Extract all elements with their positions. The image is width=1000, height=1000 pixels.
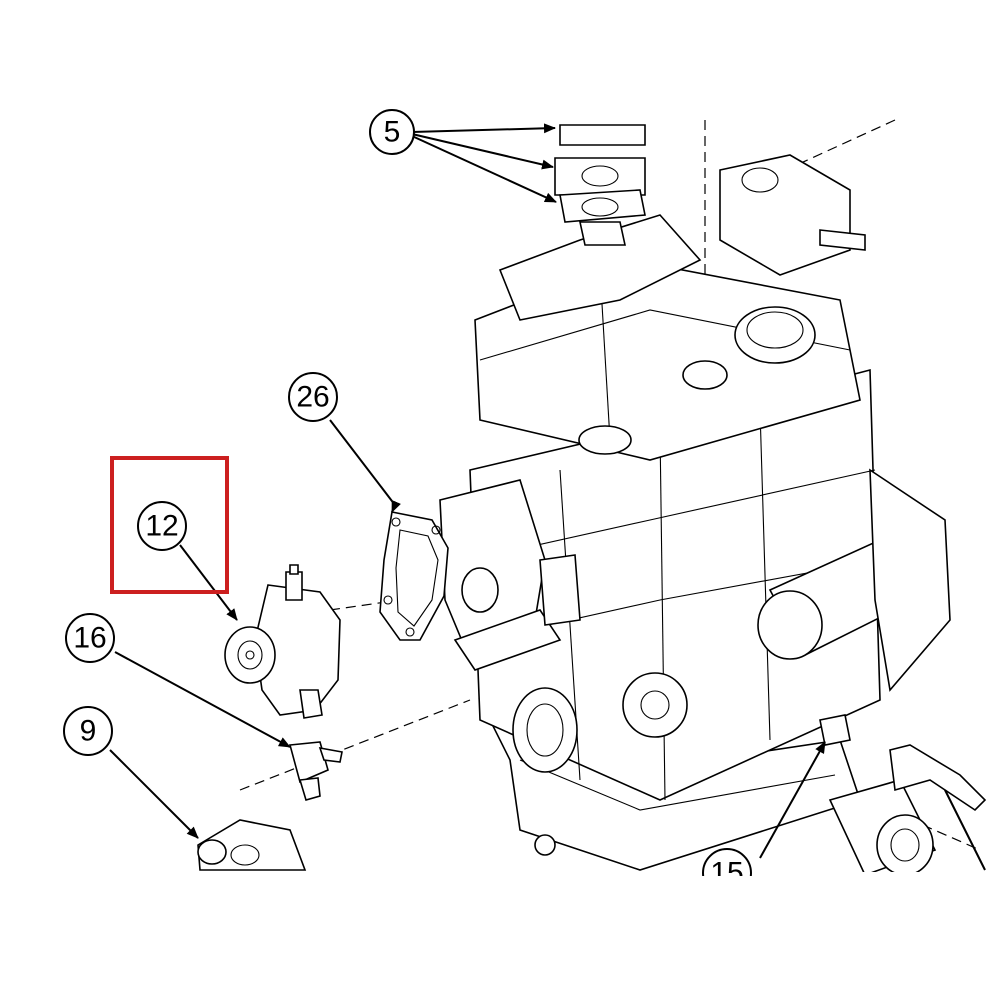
callout-5-label: 5 — [384, 116, 401, 149]
callout-16-label: 16 — [73, 622, 106, 655]
leader-lines — [109, 123, 986, 871]
callout-5: 5 — [369, 109, 415, 155]
callout-16: 16 — [65, 613, 115, 663]
callout-12: 12 — [137, 501, 187, 551]
fan-pulley — [197, 819, 307, 871]
water-pump — [224, 564, 341, 719]
callout-26: 26 — [288, 372, 338, 422]
callout-9-label: 9 — [80, 715, 97, 748]
callout-12-label: 12 — [145, 510, 178, 543]
water-pump-gasket — [379, 511, 449, 641]
crop-mask — [600, 876, 860, 936]
engine-assembly — [439, 124, 987, 876]
sensor-part — [288, 741, 343, 801]
callout-26-label: 26 — [296, 381, 329, 414]
highlight-box — [110, 456, 229, 594]
callout-9: 9 — [63, 706, 113, 756]
